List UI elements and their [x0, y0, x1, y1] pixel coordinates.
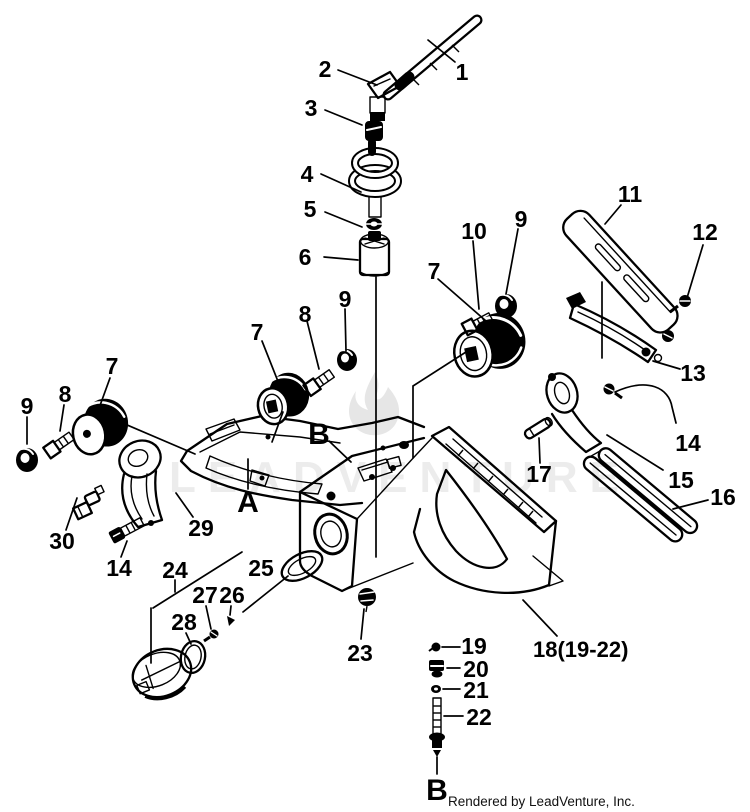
callout-labels: 1 2 3 4 5 6 7 7 7 8 8 9 9 9 10 11 12 13 … — [21, 56, 736, 807]
callout-21: 21 — [463, 677, 489, 703]
part-8-bolt-mid — [302, 369, 336, 398]
callout-11: 11 — [618, 181, 643, 207]
part-17-pin — [523, 416, 553, 440]
callout-19: 19 — [461, 633, 487, 659]
callout-13: 13 — [680, 360, 706, 386]
callout-26: 26 — [219, 582, 245, 608]
callout-3: 3 — [305, 95, 318, 121]
part-30-fitting — [72, 484, 105, 521]
part-19-screw — [428, 642, 441, 652]
part-4-spring — [348, 138, 402, 218]
callout-22: 22 — [466, 704, 492, 730]
fuel-tank-b — [298, 436, 433, 593]
part-27-screw — [203, 629, 219, 643]
section-label-b-bottom: B — [426, 774, 448, 807]
part-14-bolt-right — [603, 383, 623, 400]
part-15-lever — [545, 372, 603, 454]
part-3-bumper — [365, 121, 383, 141]
callout-23: 23 — [347, 640, 373, 666]
leader-lines — [26, 39, 709, 775]
watermark-text: LEADVENTURE — [169, 453, 631, 502]
callout-30: 30 — [49, 528, 75, 554]
part-12-bolt — [669, 295, 691, 314]
callout-9-left: 9 — [21, 393, 34, 419]
part-8-bolt-left — [42, 431, 75, 460]
callout-7-left: 7 — [106, 353, 119, 379]
rear-handle-18 — [412, 425, 564, 595]
part-14-bolt-left — [108, 517, 145, 544]
callout-14-left: 14 — [106, 555, 132, 581]
callout-17: 17 — [526, 461, 552, 487]
part-28-oring — [179, 640, 207, 674]
credit-text: Rendered by LeadVenture, Inc. — [448, 794, 635, 809]
callout-8-mid: 8 — [299, 301, 312, 327]
callout-28: 28 — [171, 609, 197, 635]
callout-15: 15 — [668, 467, 694, 493]
part-1-rod — [382, 14, 483, 101]
section-label-b: B — [308, 418, 330, 451]
handle-frame-a — [179, 414, 426, 507]
part-24-fuel-cap — [131, 647, 193, 701]
callout-2: 2 — [319, 56, 332, 82]
part-20-grommet — [429, 660, 444, 678]
callout-18-group: 18(19-22) — [533, 637, 628, 662]
callout-5: 5 — [304, 196, 317, 222]
callout-12: 12 — [692, 219, 718, 245]
part-13-bracket — [566, 292, 663, 364]
callout-24: 24 — [162, 557, 188, 583]
part-9-washer-mid — [337, 349, 357, 371]
part-22-bolt — [429, 697, 445, 757]
callout-10: 10 — [461, 218, 487, 244]
callout-7-mid: 7 — [251, 319, 264, 345]
callout-7-upper: 7 — [428, 258, 441, 284]
callout-16: 16 — [710, 484, 736, 510]
callout-1: 1 — [456, 59, 469, 85]
part-26-clip — [227, 616, 235, 626]
callout-6: 6 — [299, 244, 312, 270]
callout-8-left: 8 — [59, 381, 72, 407]
leadventure-watermark: LEADVENTURE — [169, 372, 631, 502]
section-label-a: A — [237, 486, 259, 519]
part-7-grommet-mid — [256, 372, 310, 426]
callout-4: 4 — [301, 161, 314, 187]
callout-20: 20 — [463, 656, 489, 682]
part-21-washer — [431, 685, 441, 693]
part-6-filter — [358, 231, 391, 277]
part-2-connector — [366, 70, 402, 121]
part-11-cover — [562, 209, 679, 342]
part-7-grommet-upper — [452, 313, 526, 378]
part-23-nut — [358, 588, 376, 613]
part-9-washer-left — [16, 447, 38, 472]
callout-9-upper: 9 — [515, 206, 528, 232]
callout-9-mid: 9 — [339, 286, 352, 312]
part-25-retainer — [280, 550, 324, 582]
part-9-washer-upper — [495, 293, 517, 318]
part-16-rail — [582, 447, 699, 543]
callout-29: 29 — [188, 515, 214, 541]
callout-14-right: 14 — [675, 430, 701, 456]
part-29-arm — [118, 439, 164, 529]
callout-27: 27 — [192, 582, 218, 608]
part-5-washer — [365, 218, 383, 230]
callout-25: 25 — [248, 555, 274, 581]
